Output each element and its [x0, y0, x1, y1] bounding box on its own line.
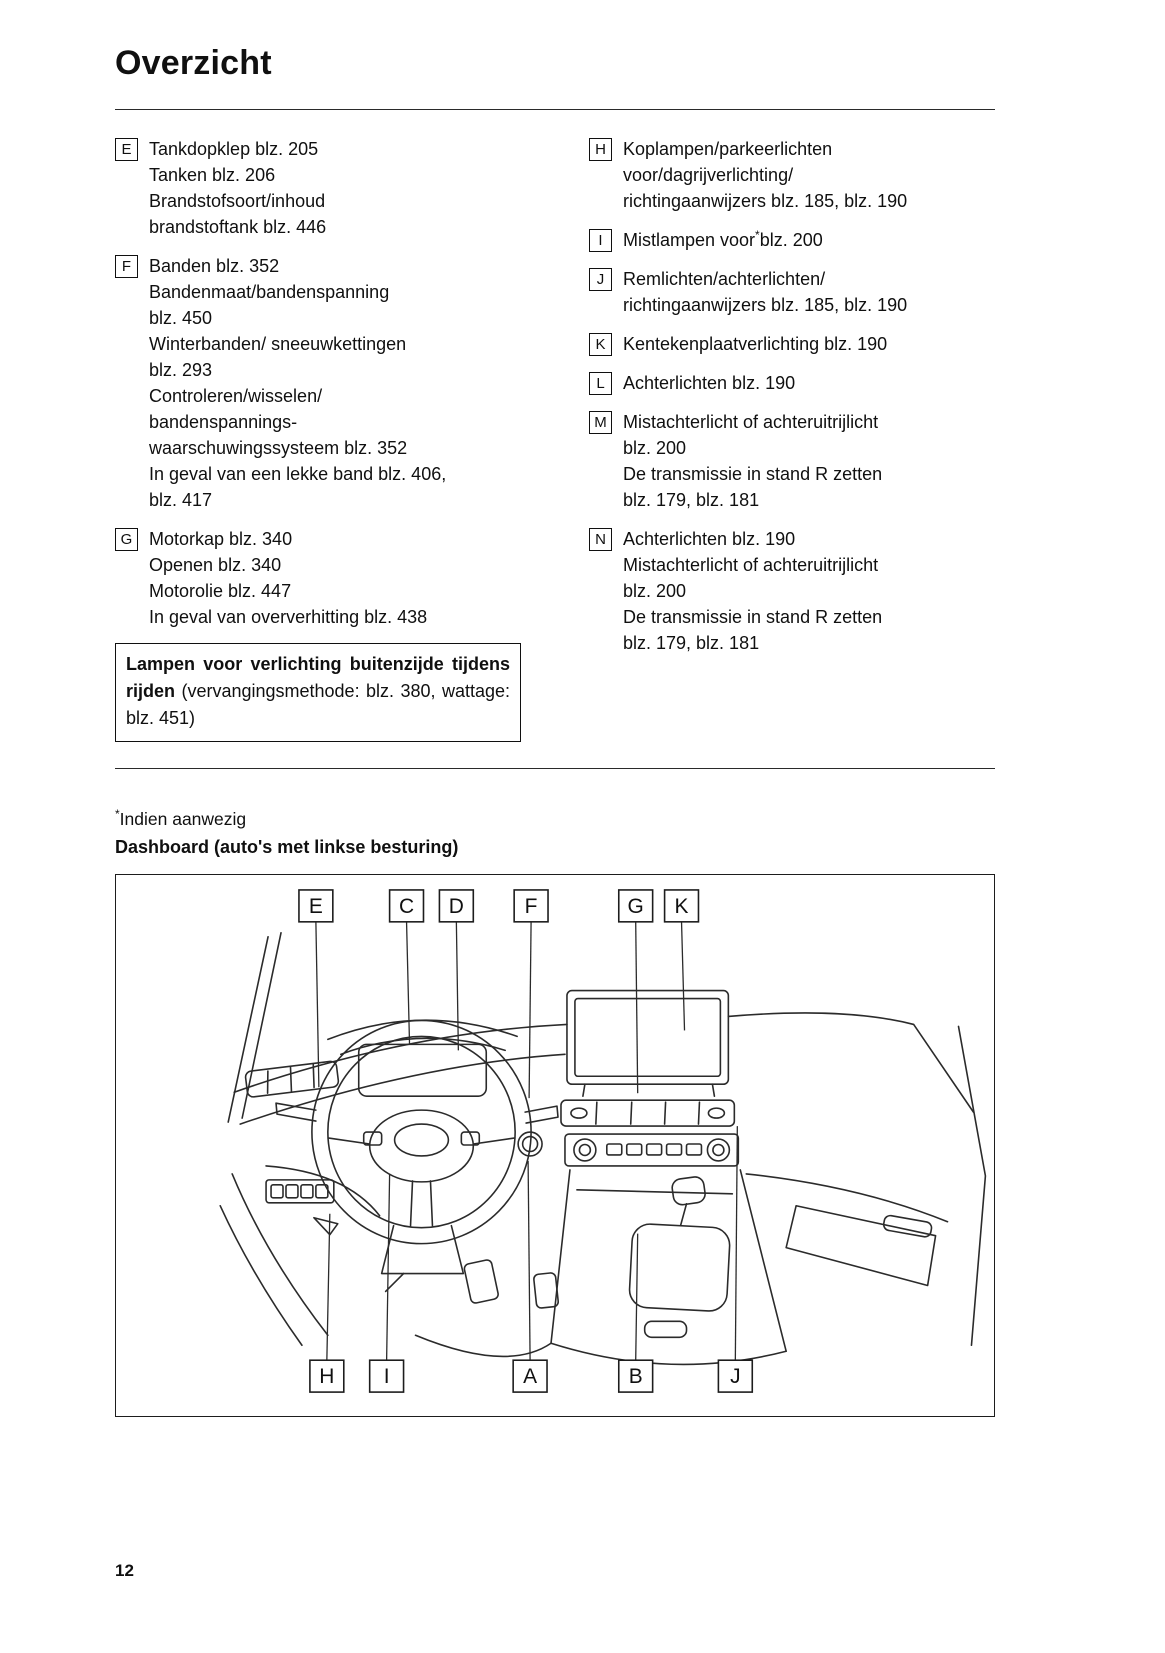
- list-item-k: K Kentekenplaatverlichting blz. 190: [589, 331, 995, 357]
- section-divider: [115, 768, 995, 769]
- callout-label-j: J: [730, 1365, 740, 1388]
- callout-label-c: C: [399, 895, 414, 918]
- key-badge-k: K: [589, 333, 612, 356]
- dashboard-line-art: [219, 931, 987, 1366]
- item-text-i: Mistlampen voor*blz. 200: [623, 227, 995, 253]
- footnote-asterisk: *: [115, 807, 120, 822]
- item-i-page-ref: blz. 200: [759, 230, 823, 250]
- page-title: Overzicht: [115, 44, 272, 82]
- callout-leader-lines: [315, 921, 738, 1361]
- dashboard-diagram-frame: E C D F G K H I A B J: [115, 874, 995, 1417]
- key-badge-j: J: [589, 268, 612, 291]
- key-badge-n: N: [589, 528, 612, 551]
- asterisk-footnote-marker: *: [755, 228, 760, 242]
- callout-label-g: G: [628, 895, 644, 918]
- item-text-k: Kentekenplaatverlichting blz. 190: [623, 334, 888, 354]
- callout-badges-bottom: [309, 1359, 754, 1393]
- dashboard-heading: Dashboard (auto's met linkse besturing): [115, 837, 459, 857]
- list-item-i: I Mistlampen voor*blz. 200: [589, 227, 995, 253]
- callout-label-i: I: [384, 1365, 390, 1388]
- exterior-lights-note: Lampen voor verlichting buitenzijde tijd…: [115, 643, 521, 742]
- title-divider: [115, 109, 995, 110]
- item-i-text: Mistlampen voor: [623, 230, 756, 250]
- callout-label-e: E: [309, 895, 323, 918]
- callout-label-f: F: [525, 895, 538, 918]
- callout-badges-top: [298, 889, 700, 923]
- item-text-l: Achterlichten blz. 190: [623, 373, 796, 393]
- callout-letters-bottom: H I A B J: [319, 1365, 740, 1388]
- callout-label-b: B: [629, 1365, 643, 1388]
- key-badge-i: I: [589, 229, 612, 252]
- item-text-j: Remlichten/achterlichten/richtingaanwijz…: [623, 269, 908, 315]
- dashboard-diagram: E C D F G K H I A B J: [219, 889, 987, 1393]
- key-badge-l: L: [589, 372, 612, 395]
- page-number: 12: [115, 1561, 134, 1580]
- callout-letters-top: E C D F G K: [309, 895, 689, 918]
- footnote: *Indien aanwezig: [115, 807, 995, 831]
- key-badge-m: M: [589, 411, 612, 434]
- note-bold-text: Lampen voor verlichting buitenzijde tijd…: [126, 654, 510, 701]
- callout-label-d: D: [449, 895, 464, 918]
- key-badge-h: H: [589, 138, 612, 161]
- list-item-l: L Achterlichten blz. 190: [589, 370, 995, 396]
- key-badge-g: G: [115, 528, 138, 551]
- note-normal-text: (vervangingsmethode: blz. 380, wattage: …: [126, 681, 510, 728]
- key-badge-f: F: [115, 255, 138, 278]
- callout-label-h: H: [319, 1365, 334, 1388]
- key-badge-e: E: [115, 138, 138, 161]
- callout-label-a: A: [523, 1365, 537, 1388]
- footnote-text: Indien aanwezig: [119, 809, 247, 829]
- callout-label-k: K: [675, 895, 689, 918]
- list-item-j: J Remlichten/achterlichten/richtingaanwi…: [589, 266, 995, 318]
